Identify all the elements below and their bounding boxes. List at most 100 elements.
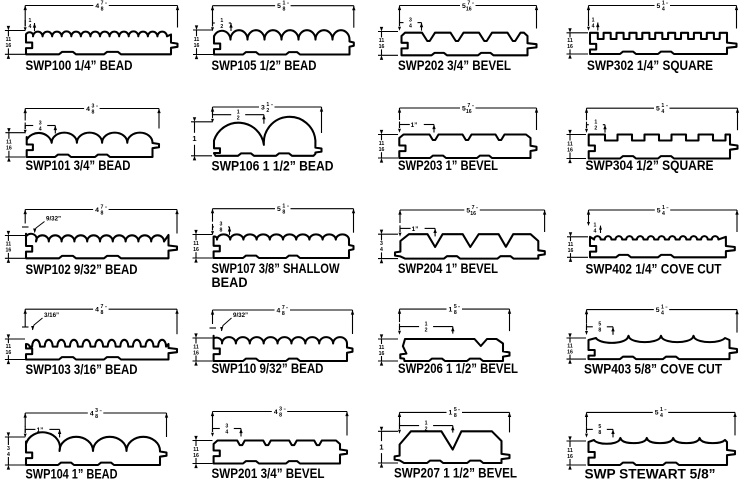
svg-text:16: 16 [6,248,12,254]
svg-text:1: 1 [661,304,664,310]
svg-text:4: 4 [277,307,281,314]
svg-text:1: 1 [662,205,665,211]
svg-text:": " [287,206,289,212]
svg-text:5: 5 [454,407,457,413]
svg-text:": " [105,2,107,8]
svg-text:": " [105,306,107,312]
svg-text:1: 1 [594,120,597,126]
svg-text:11: 11 [567,343,573,349]
svg-text:11: 11 [379,141,385,147]
svg-text:11: 11 [6,37,12,43]
svg-text:1: 1 [379,443,383,452]
svg-text:3: 3 [39,120,42,126]
svg-text:4: 4 [594,228,597,234]
svg-text:16: 16 [193,453,199,459]
svg-text:16: 16 [379,147,385,153]
svg-text:SWP104 1” BEAD: SWP104 1” BEAD [26,467,118,482]
svg-text:": " [458,409,460,415]
svg-text:7: 7 [467,0,470,6]
svg-text:1: 1 [282,1,285,7]
svg-text:5: 5 [657,207,661,214]
svg-text:16: 16 [466,6,472,12]
svg-text:8: 8 [598,430,601,436]
svg-text:4: 4 [95,207,99,214]
svg-text:8: 8 [282,311,285,317]
svg-text:SWP110 9/32” BEAD: SWP110 9/32” BEAD [212,361,324,376]
svg-text:16: 16 [6,350,12,356]
svg-text:1: 1 [237,110,240,116]
svg-text:1: 1 [282,204,285,210]
svg-text:16: 16 [194,43,200,49]
svg-text:1: 1 [425,321,428,327]
svg-text:4: 4 [662,6,665,12]
svg-text:3: 3 [220,222,223,228]
svg-text:SWP107 3/8” SHALLOW: SWP107 3/8” SHALLOW [212,261,340,276]
svg-text:5: 5 [657,3,661,10]
svg-text:11: 11 [379,345,385,351]
svg-text:": " [284,408,286,414]
svg-text:SWP304 1/2” SQUARE: SWP304 1/2” SQUARE [586,158,714,173]
svg-text:11: 11 [568,242,574,248]
svg-text:7: 7 [101,0,104,6]
svg-text:4: 4 [28,24,31,30]
svg-text:SWP STEWART 5/8”: SWP STEWART 5/8” [585,466,716,481]
svg-text:1: 1 [28,18,31,24]
svg-text:9/32”: 9/32” [46,216,61,223]
svg-text:5: 5 [598,322,601,328]
svg-text:5: 5 [656,307,660,314]
svg-text:": " [100,410,102,416]
svg-text:5: 5 [655,410,659,417]
svg-text:16: 16 [567,349,573,355]
svg-text:1: 1 [660,407,663,413]
svg-text:2: 2 [425,327,428,333]
svg-text:11: 11 [379,38,385,44]
svg-text:16: 16 [6,43,12,49]
svg-text:7: 7 [472,205,475,211]
svg-text:5: 5 [462,105,466,112]
svg-text:5: 5 [466,207,470,214]
svg-text:8: 8 [100,310,103,316]
svg-text:4: 4 [661,310,664,316]
svg-text:3: 3 [261,104,265,111]
svg-text:16: 16 [6,146,12,152]
svg-text:SWP302 1/4” SQUARE: SWP302 1/4” SQUARE [587,58,713,73]
svg-text:11: 11 [6,140,12,146]
svg-text:4: 4 [274,409,278,416]
svg-text:4: 4 [380,247,383,253]
svg-text:": " [472,2,474,8]
svg-text:2: 2 [594,126,597,132]
svg-text:4: 4 [409,23,412,29]
svg-text:SWP203 1” BEVEL: SWP203 1” BEVEL [398,158,498,173]
svg-text:": " [666,105,668,111]
svg-text:4: 4 [95,307,99,314]
svg-text:": " [96,105,98,111]
svg-text:9/32”: 9/32” [233,312,248,319]
svg-text:16: 16 [567,44,573,50]
svg-text:16: 16 [379,351,385,357]
svg-text:11: 11 [6,242,12,248]
svg-text:8: 8 [220,228,223,234]
svg-text:4: 4 [90,410,94,417]
svg-text:SWP206 1 1/2” BEVEL: SWP206 1 1/2” BEVEL [398,361,518,376]
svg-text:7: 7 [100,204,103,210]
svg-text:8: 8 [100,210,103,216]
svg-text:3: 3 [409,17,412,23]
svg-text:2: 2 [220,24,223,30]
svg-text:BEAD: BEAD [212,275,248,290]
svg-text:1”: 1” [37,427,44,434]
svg-text:4: 4 [95,3,99,10]
svg-text:4: 4 [662,211,665,217]
svg-text:SWP201 3/4” BEVEL: SWP201 3/4” BEVEL [212,466,325,481]
svg-text:5: 5 [454,304,457,310]
svg-text:3: 3 [7,446,10,452]
svg-text:SWP102 9/32” BEAD: SWP102 9/32” BEAD [26,262,138,277]
svg-text:8: 8 [279,412,282,418]
svg-text:": " [458,306,460,312]
svg-text:": " [271,104,273,110]
svg-text:11: 11 [567,448,573,454]
svg-text:1: 1 [592,17,595,23]
svg-text:2: 2 [425,426,428,432]
svg-text:1: 1 [661,103,664,109]
svg-text:SWP204 1” BEVEL: SWP204 1” BEVEL [398,261,498,276]
svg-text:11: 11 [567,141,573,147]
